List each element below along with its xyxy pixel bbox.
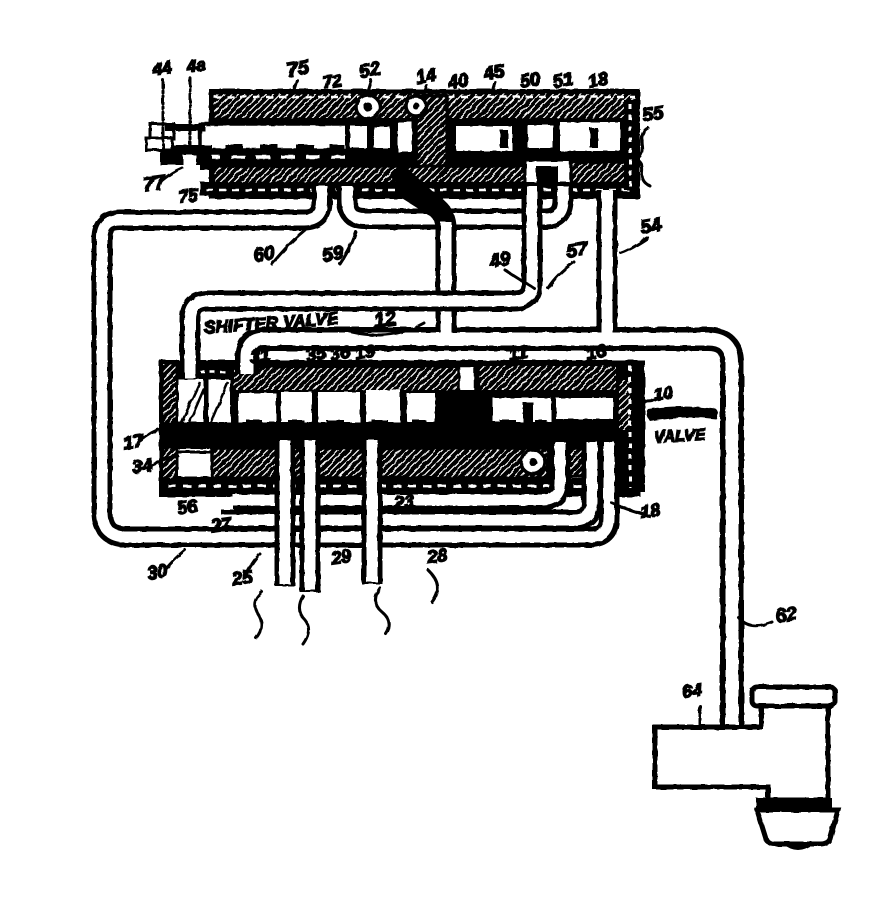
svg-text:75: 75 — [177, 185, 201, 208]
svg-text:10: 10 — [653, 383, 675, 405]
svg-text:29: 29 — [329, 546, 353, 569]
svg-text:49: 49 — [487, 248, 513, 273]
svg-text:VALVE: VALVE — [654, 427, 707, 447]
svg-text:60: 60 — [252, 242, 277, 266]
svg-text:18: 18 — [586, 69, 609, 92]
svg-text:4a: 4a — [185, 55, 207, 77]
svg-text:30: 30 — [146, 561, 169, 584]
svg-text:51: 51 — [551, 69, 574, 92]
svg-text:14: 14 — [414, 65, 437, 88]
svg-text:18: 18 — [639, 500, 662, 523]
svg-text:27: 27 — [209, 514, 234, 537]
svg-text:62: 62 — [774, 604, 798, 628]
svg-text:77: 77 — [142, 171, 168, 196]
svg-text:55: 55 — [641, 102, 666, 126]
svg-text:54: 54 — [639, 214, 664, 238]
svg-text:28: 28 — [425, 545, 449, 568]
svg-text:35: 35 — [304, 342, 328, 365]
svg-text:12: 12 — [373, 308, 398, 333]
svg-text:44: 44 — [151, 58, 174, 80]
svg-text:56: 56 — [176, 496, 200, 519]
svg-text:23: 23 — [392, 491, 416, 514]
svg-text:25: 25 — [230, 567, 255, 590]
svg-text:72: 72 — [322, 71, 344, 93]
svg-text:45: 45 — [481, 60, 506, 84]
svg-text:50: 50 — [518, 69, 541, 92]
svg-text:19: 19 — [353, 341, 376, 364]
svg-text:64: 64 — [681, 680, 704, 703]
svg-text:36: 36 — [328, 341, 352, 364]
svg-text:17: 17 — [122, 431, 146, 454]
svg-text:31: 31 — [248, 345, 271, 368]
svg-text:11: 11 — [507, 342, 529, 365]
svg-text:40: 40 — [445, 70, 469, 93]
